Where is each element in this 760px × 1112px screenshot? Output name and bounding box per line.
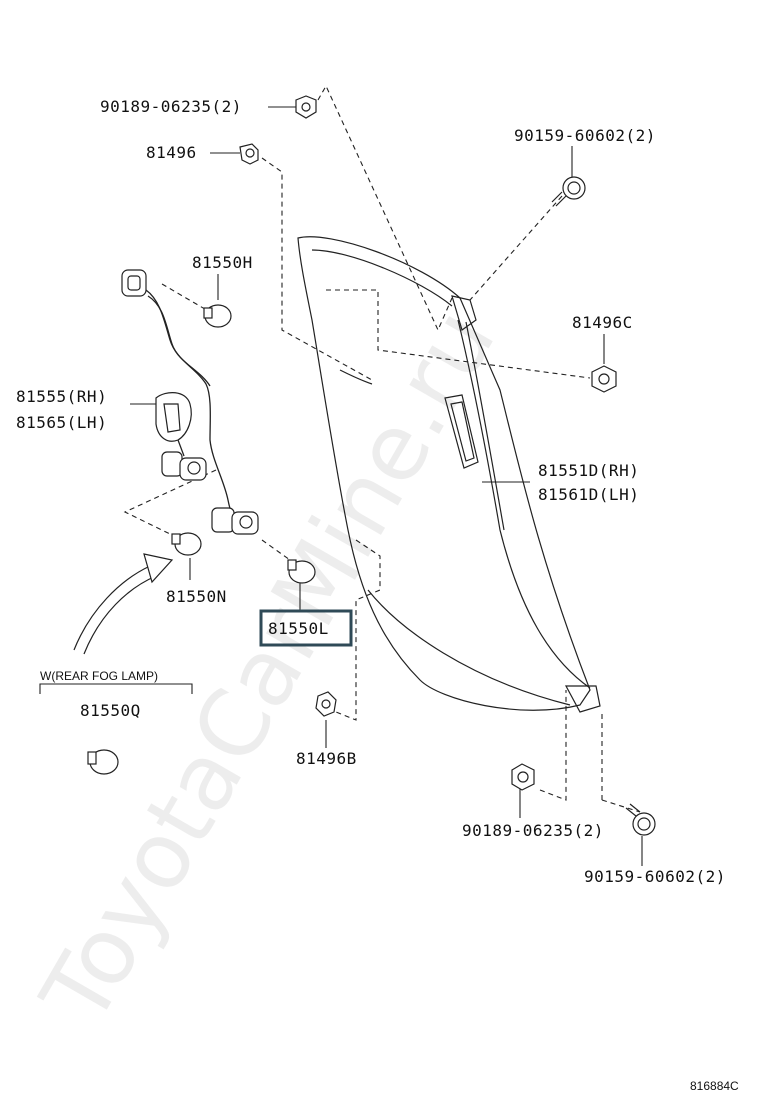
label-lamp-rh: 81551D(RH) <box>538 461 639 480</box>
label-clip-81496b: 81496B <box>296 749 357 768</box>
label-clip-81496c: 81496C <box>572 313 633 332</box>
clip-81496-icon <box>239 143 259 165</box>
callout-lines <box>39 106 643 866</box>
socket-wire-harness-icon <box>121 269 259 535</box>
bulb-81550h-icon <box>203 304 232 328</box>
tail-lamp-housing <box>297 236 601 713</box>
bulb-81550n-icon <box>171 532 202 556</box>
clip-81496b-icon <box>315 691 337 717</box>
screw-bottom-icon <box>625 803 656 836</box>
curved-arrow-icon <box>73 553 174 655</box>
label-bulb-81550l: 81550L <box>268 619 329 638</box>
highlight-box-81550l <box>259 609 353 647</box>
label-rear-fog-note: W(REAR FOG LAMP) <box>40 669 158 683</box>
label-bulb-81550n: 81550N <box>166 587 227 606</box>
leader-lines <box>123 84 641 813</box>
bulb-81550l-icon <box>287 559 316 584</box>
label-socket-rh: 81555(RH) <box>16 387 107 406</box>
clip-81496c-icon <box>591 365 617 393</box>
label-screw-top-right: 90159-60602(2) <box>514 126 656 145</box>
label-socket-lh: 81565(LH) <box>16 413 107 432</box>
label-bulb-81550q: 81550Q <box>80 701 141 720</box>
bolt-top-left-icon <box>295 95 317 119</box>
label-lamp-lh: 81561D(LH) <box>538 485 639 504</box>
diagram-code: 816884C <box>690 1079 739 1093</box>
bulb-81550q-icon <box>87 749 119 775</box>
label-clip-81496: 81496 <box>146 143 197 162</box>
label-screw-bottom: 90159-60602(2) <box>584 867 726 886</box>
label-bulb-81550h: 81550H <box>192 253 253 272</box>
label-bolt-top-left: 90189-06235(2) <box>100 97 242 116</box>
bolt-bottom-icon <box>511 763 535 791</box>
screw-top-right-icon <box>551 176 586 207</box>
label-bolt-bottom: 90189-06235(2) <box>462 821 604 840</box>
